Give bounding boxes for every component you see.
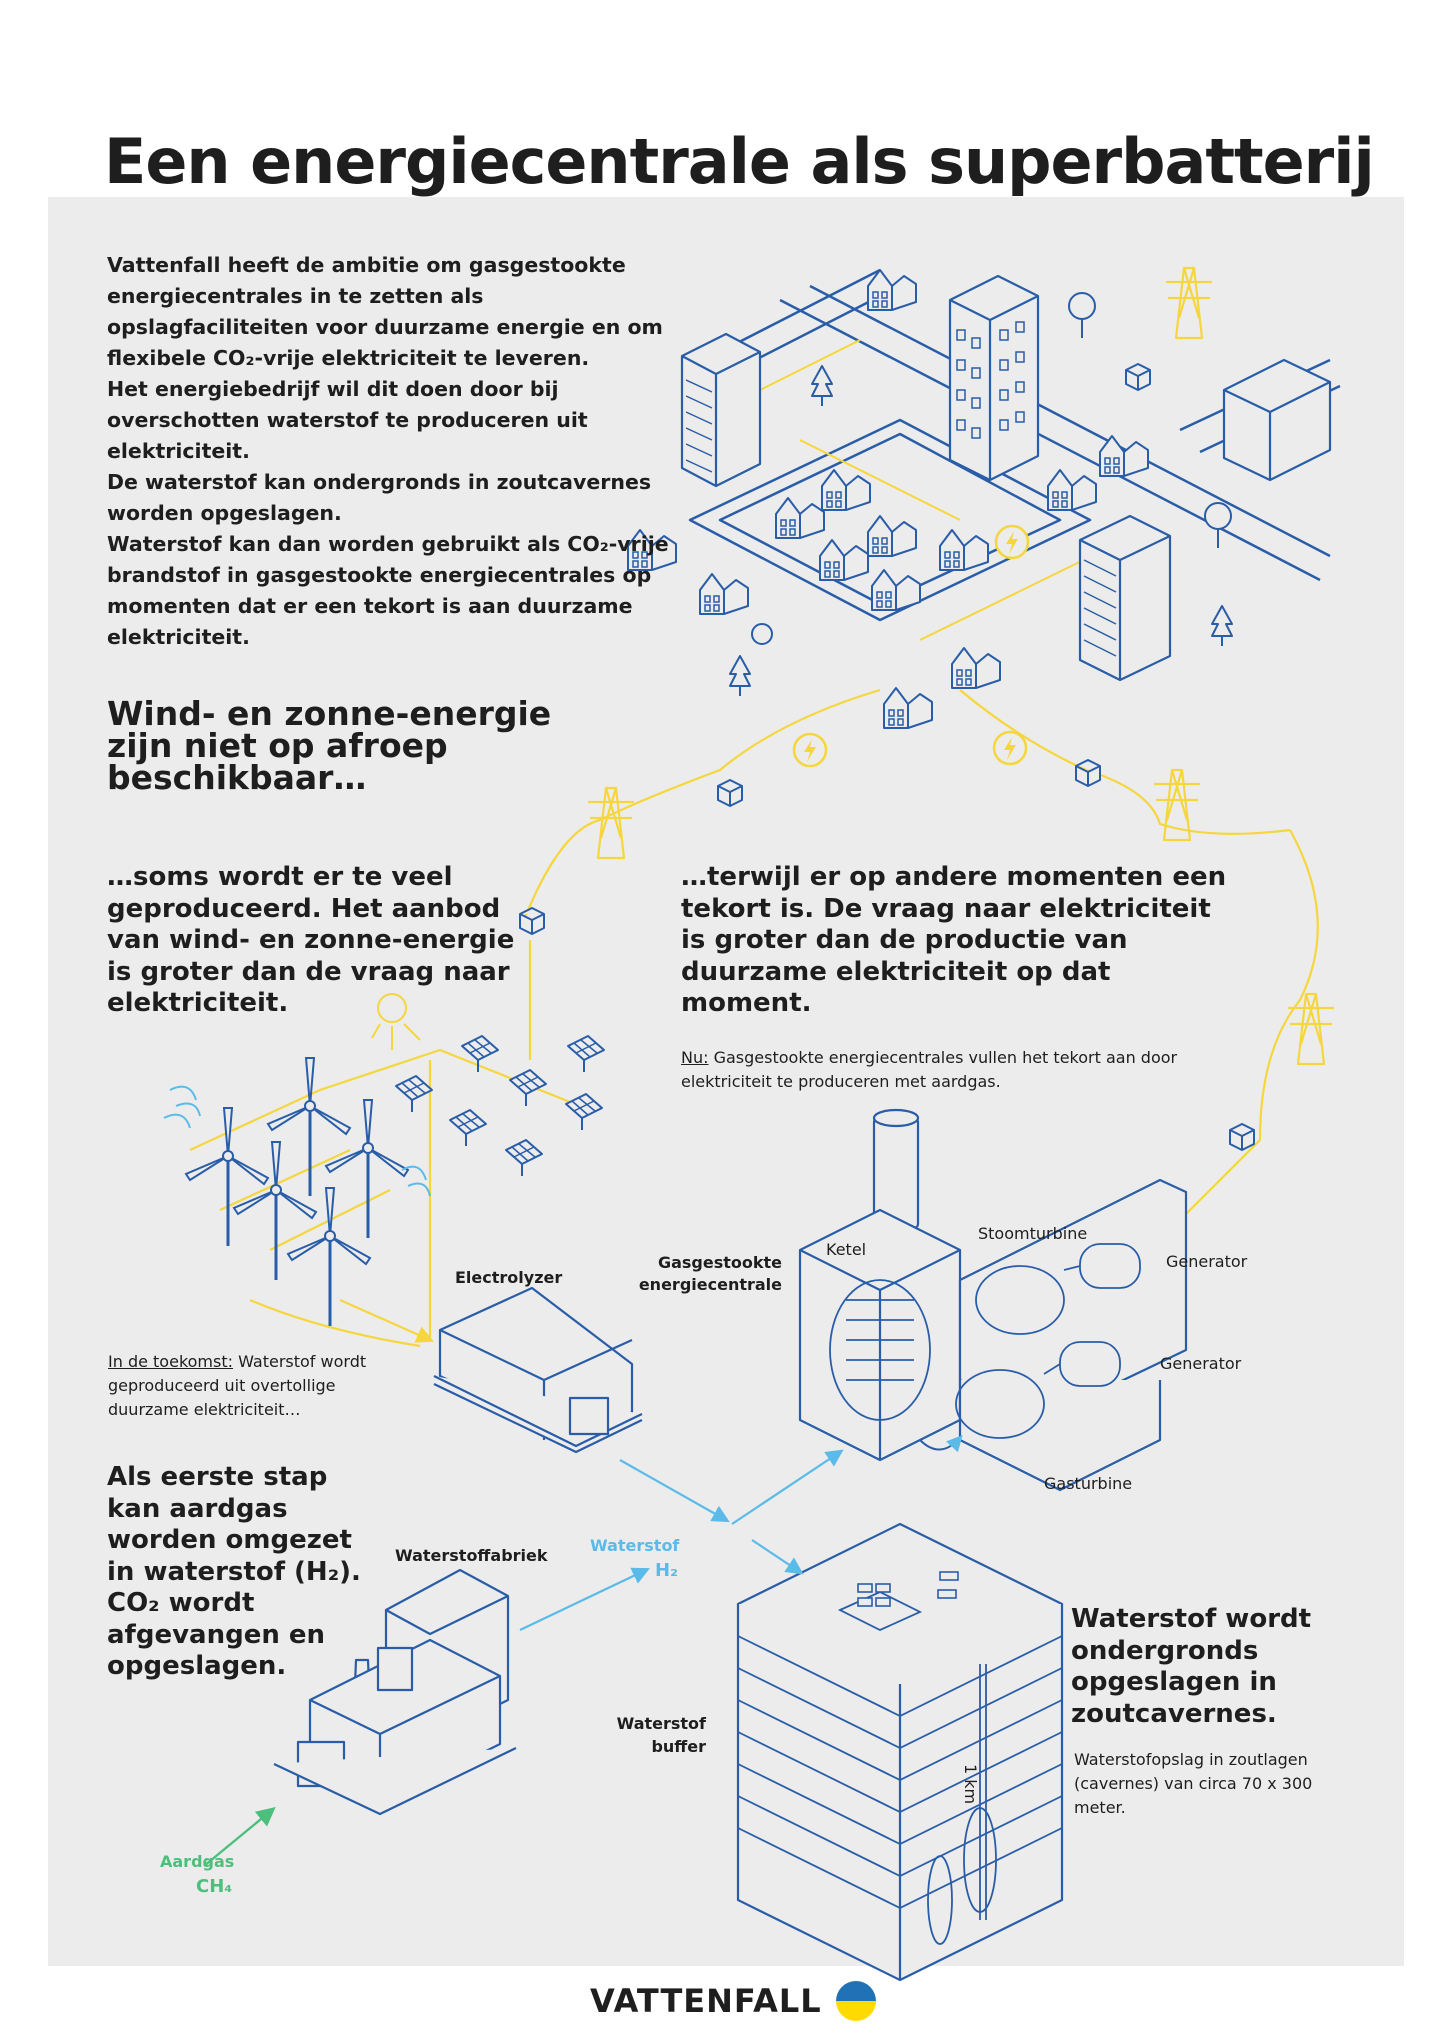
power-plant-label: Gasgestookte energiecentrale bbox=[638, 1253, 782, 1294]
vattenfall-logo: VATTENFALL bbox=[590, 1978, 878, 2024]
aardgas-label: Aardgas bbox=[160, 1852, 235, 1871]
surplus-text: …soms wordt er te veel geproduceerd. Het… bbox=[107, 862, 515, 1018]
storage-note: Waterstofopslag in zoutlagen (cavernes) … bbox=[1074, 1750, 1313, 1817]
intro-paragraph: Vattenfall heeft de ambitie om gasgestoo… bbox=[107, 253, 669, 649]
first-step-text: Als eerste stap kan aardgas worden omgez… bbox=[107, 1462, 361, 1681]
now-note-label: Nu: bbox=[681, 1048, 709, 1067]
stoomturbine-label: Stoomturbine bbox=[978, 1224, 1088, 1243]
buffer-label: Waterstof buffer bbox=[616, 1714, 706, 1756]
shortage-text: …terwijl er op andere momenten een tekor… bbox=[681, 862, 1227, 1018]
factory-label: Waterstoffabriek bbox=[395, 1546, 548, 1565]
h2-label: H₂ bbox=[655, 1560, 678, 1581]
ch4-label: CH₄ bbox=[196, 1876, 233, 1897]
wind-solar-heading: Wind- en zonne-energie zijn niet op afro… bbox=[107, 694, 552, 797]
now-note-text: Gasgestookte energiecentrales vullen het… bbox=[681, 1048, 1178, 1091]
background-panel bbox=[48, 197, 1404, 1966]
gasturbine-label: Gasturbine bbox=[1044, 1474, 1133, 1493]
future-note-label: In de toekomst: bbox=[108, 1352, 234, 1371]
brand-name: VATTENFALL bbox=[590, 1982, 822, 2020]
waterstof-label: Waterstof bbox=[590, 1536, 680, 1555]
generator-label-bottom: Generator bbox=[1160, 1354, 1242, 1373]
electrolyzer-label: Electrolyzer bbox=[455, 1268, 563, 1287]
future-note: In de toekomst: Waterstof wordt geproduc… bbox=[108, 1350, 408, 1422]
page-title: Een energiecentrale als superbatterij bbox=[104, 125, 1375, 198]
generator-label-top: Generator bbox=[1166, 1252, 1248, 1271]
vattenfall-logo-icon bbox=[835, 1981, 876, 2021]
depth-label: 1 km bbox=[961, 1764, 980, 1805]
future-note-text: Waterstof wordt geproduceerd uit overtol… bbox=[108, 1352, 367, 1419]
ketel-label: Ketel bbox=[826, 1240, 867, 1259]
storage-heading: Waterstof wordt ondergronds opgeslagen i… bbox=[1071, 1604, 1312, 1729]
now-note: Nu: Gasgestookte energiecentrales vullen… bbox=[681, 1046, 1201, 1094]
